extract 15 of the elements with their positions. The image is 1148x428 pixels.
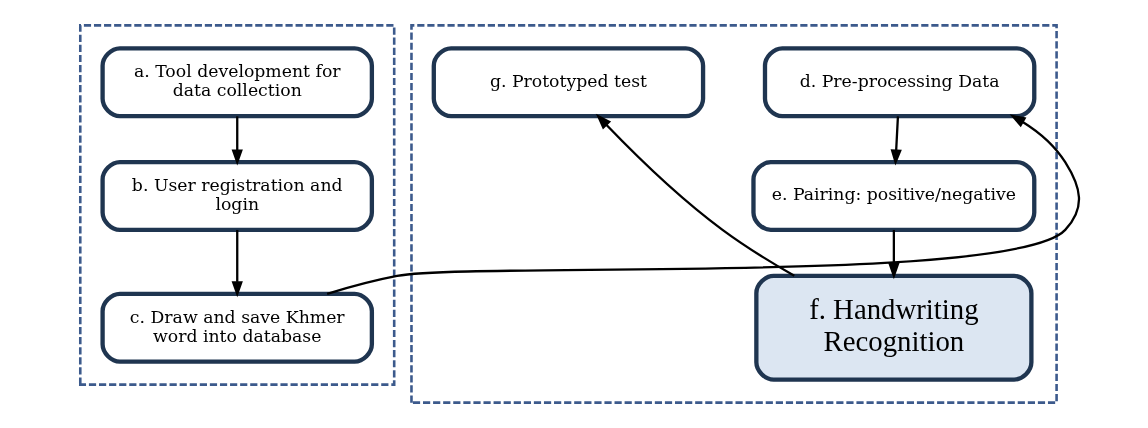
arrow: [888, 229, 900, 280]
arrow: [326, 114, 1080, 295]
node-box: d. Pre-processing Data: [762, 46, 1037, 119]
node-box: g. Prototyped test: [431, 46, 706, 119]
node-box: a. Tool development for data collection: [100, 46, 375, 119]
node-box: f. Handwriting Recognition: [754, 273, 1034, 382]
node-box: b. User registration and login: [100, 160, 375, 232]
cluster: [79, 24, 396, 386]
node-box: e. Pairing: positive/negative: [751, 160, 1037, 232]
arrow: [890, 116, 902, 166]
arrow: [231, 116, 243, 166]
node-box: c. Draw and save Khmer word into database: [100, 291, 375, 364]
arrow: [595, 113, 795, 277]
cluster: [410, 24, 1058, 404]
arrow: [231, 229, 243, 298]
